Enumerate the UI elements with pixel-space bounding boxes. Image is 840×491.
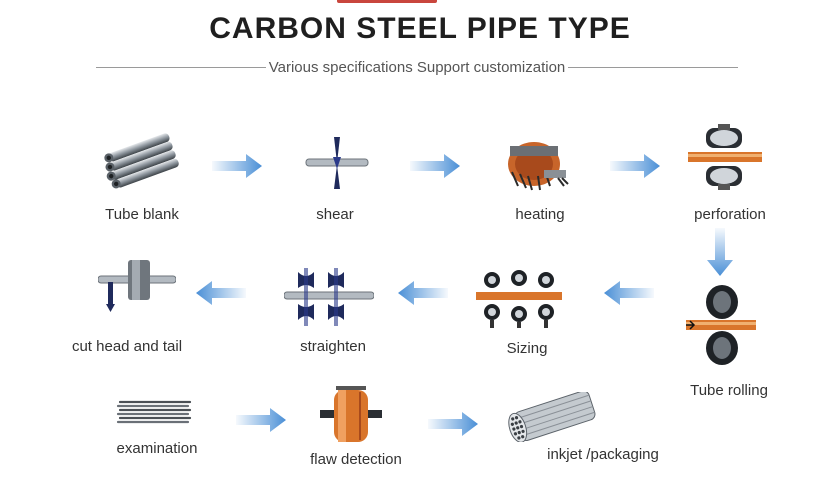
flow-arrow: [236, 407, 286, 433]
step-label-straighten: straighten: [300, 338, 366, 355]
straightener-icon: [284, 268, 374, 326]
shear-icon: [305, 137, 369, 189]
sizing-mill-icon: [476, 270, 562, 328]
flaw-detector-icon: [320, 386, 382, 442]
arrow-right-icon: [410, 154, 460, 178]
step-inkjet-packaging: [504, 392, 598, 442]
step-label-tube-blank: Tube blank: [105, 206, 179, 223]
flow-arrow: [610, 153, 660, 179]
piercing-mill-icon: [688, 124, 762, 190]
arrow-right-icon: [236, 408, 286, 432]
arrow-right-icon: [428, 412, 478, 436]
step-label-heating: heating: [515, 206, 565, 223]
step-flaw-detection: [320, 386, 382, 446]
step-sizing: [476, 266, 562, 328]
cutter-icon: [98, 260, 176, 312]
arrow-left-icon: [196, 281, 246, 305]
step-examination: [114, 398, 194, 426]
flow-arrow: [398, 280, 448, 306]
flow-arrow: [410, 153, 460, 179]
subtitle-right-rule: [568, 66, 739, 68]
furnace-icon: [508, 142, 569, 191]
step-tube-rolling: [686, 284, 756, 366]
rolling-mill-icon: [686, 285, 756, 365]
arrow-right-icon: [610, 154, 660, 178]
step-label-sizing: Sizing: [506, 340, 548, 357]
subtitle-left-rule: [96, 66, 266, 68]
flow-arrow: [196, 280, 246, 306]
flow-arrow: [212, 153, 262, 179]
subtitle-row: Various specifications Support customiza…: [96, 56, 739, 78]
step-label-inkjet-packaging: inkjet /packaging: [547, 446, 659, 463]
step-label-examination: examination: [116, 440, 198, 457]
step-label-cut-head-and-tail: cut head and tail: [71, 338, 183, 355]
step-cut-head-and-tail: [98, 256, 176, 318]
step-label-perforation: perforation: [694, 206, 766, 223]
flow-arrow: [706, 228, 734, 276]
tube-bundle-icon: [104, 133, 179, 189]
step-heating: [504, 136, 570, 194]
step-straighten: [284, 268, 374, 326]
pipe-bundle-icon: [508, 392, 596, 442]
step-label-shear: shear: [316, 206, 354, 223]
subtitle: Various specifications Support customiza…: [268, 58, 566, 76]
step-label-flaw-detection: flaw detection: [310, 451, 402, 468]
arrow-down-icon: [707, 228, 733, 276]
arrow-left-icon: [398, 281, 448, 305]
step-tube-blank: [102, 128, 186, 194]
page-title: CARBON STEEL PIPE TYPE: [209, 12, 631, 45]
step-label-tube-rolling: Tube rolling: [690, 382, 768, 399]
arrow-right-icon: [212, 154, 262, 178]
flow-arrow: [428, 411, 478, 437]
top-accent-bar: [337, 0, 437, 3]
step-shear: [304, 135, 370, 191]
step-perforation: [688, 124, 762, 190]
flow-arrow: [604, 280, 654, 306]
inspection-bars-icon: [116, 400, 192, 424]
arrow-left-icon: [604, 281, 654, 305]
